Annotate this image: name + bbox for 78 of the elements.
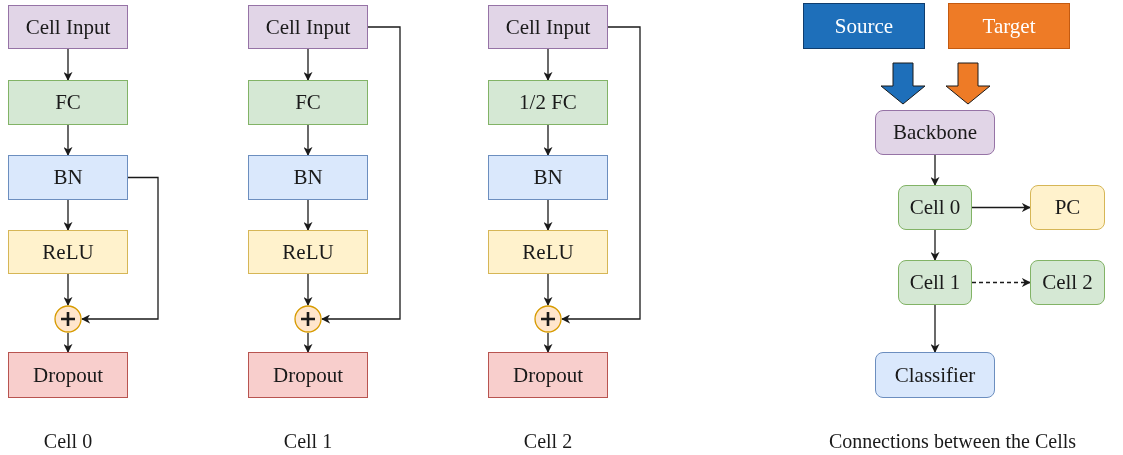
process-box (1030, 260, 1105, 305)
arrow (321, 26, 401, 324)
node-label: Source (834, 12, 894, 40)
arrow (930, 304, 940, 353)
arrow (63, 48, 73, 81)
caption: Cell 0 (42, 429, 94, 454)
target-box (948, 3, 1070, 49)
node-label: Cell Input (25, 13, 111, 41)
arrow (543, 124, 553, 156)
process-box (248, 80, 368, 125)
arrow (63, 124, 73, 156)
arrow (930, 154, 940, 186)
node-label: ReLU (522, 238, 574, 266)
arrow (543, 273, 553, 306)
node-label: Target (982, 12, 1036, 40)
node-label: ReLU (282, 238, 334, 266)
arrow (81, 176, 159, 324)
sum-circle (534, 305, 562, 333)
block-arrow (880, 62, 926, 105)
node-label: PC (1054, 194, 1081, 221)
process-box (8, 5, 128, 49)
node-label: Cell Input (505, 13, 591, 41)
node-label: FC (55, 89, 81, 116)
node-label: BN (533, 164, 563, 191)
caption: Cell 2 (522, 429, 574, 454)
sum-circle (54, 305, 82, 333)
node-label: ReLU (42, 238, 94, 266)
process-box (488, 155, 608, 200)
caption: Connections between the Cells (827, 429, 1078, 454)
process-box (248, 5, 368, 49)
arrow (63, 273, 73, 306)
process-box (488, 5, 608, 49)
node-label: BN (293, 164, 323, 191)
node-label: Backbone (893, 119, 977, 146)
process-box (8, 352, 128, 398)
process-box (898, 185, 972, 230)
process-box (248, 352, 368, 398)
process-box (488, 80, 608, 125)
arrow (543, 199, 553, 231)
node-label: BN (53, 164, 83, 191)
process-box (248, 230, 368, 274)
process-box (488, 230, 608, 274)
block-arrow (945, 62, 991, 105)
process-box (8, 230, 128, 274)
process-box (898, 260, 972, 305)
node-label: Dropout (33, 361, 103, 389)
node-label: Cell 0 (909, 194, 961, 221)
arrow (561, 26, 641, 324)
node-label: Cell 2 (1042, 269, 1093, 296)
arrow (543, 48, 553, 81)
node-label: FC (295, 89, 321, 116)
arrow (63, 332, 73, 353)
sum-circle (294, 305, 322, 333)
arrow (971, 278, 1031, 287)
node-label: 1/2 FC (519, 89, 577, 116)
arrow (303, 332, 313, 353)
process-box (8, 80, 128, 125)
process-box (488, 352, 608, 398)
arrow (543, 332, 553, 353)
arrow (930, 229, 940, 261)
node-label: Dropout (513, 361, 583, 389)
node-label: Classifier (894, 361, 976, 389)
process-box (248, 155, 368, 200)
process-box (1030, 185, 1105, 230)
arrow (303, 199, 313, 231)
arrow (971, 203, 1031, 212)
arrow (63, 199, 73, 231)
arrow (303, 273, 313, 306)
node-label: Cell Input (265, 13, 351, 41)
arrow (303, 48, 313, 81)
node-label: Dropout (273, 361, 343, 389)
process-box (875, 110, 995, 155)
process-box (8, 155, 128, 200)
source-box (803, 3, 925, 49)
caption: Cell 1 (282, 429, 334, 454)
node-label: Cell 1 (909, 269, 961, 296)
arrow (303, 124, 313, 156)
process-box (875, 352, 995, 398)
